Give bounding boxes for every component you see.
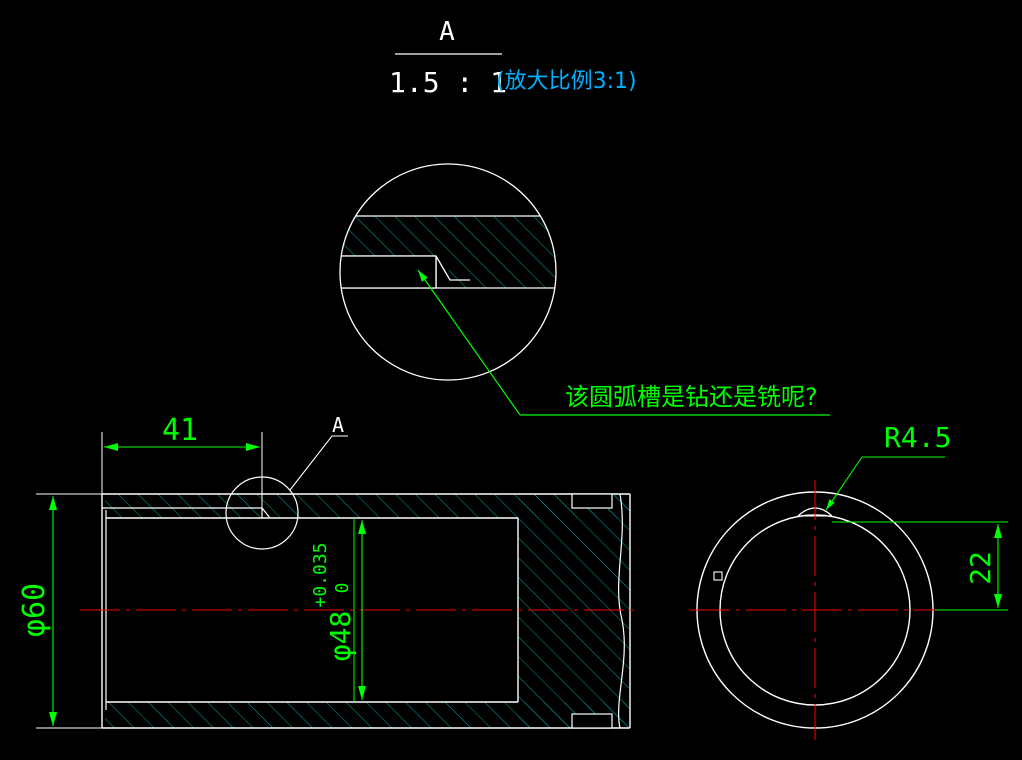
detail-title-label: A [439, 17, 455, 47]
dimension-radius: R4.5 [825, 421, 951, 511]
dimension-inner-diameter-value: φ48 [324, 611, 357, 662]
dimension-outer-diameter: φ60 [17, 493, 102, 729]
detail-circle [339, 163, 557, 381]
dimension-inner-tolerance-lower: 0 [332, 583, 353, 594]
detail-hatch-region [340, 216, 556, 288]
question-leader: 该圆弧槽是钻还是铣呢? [417, 269, 830, 416]
detail-marker-label: A [332, 413, 344, 437]
section-view: A [80, 413, 640, 729]
dimension-inner-tolerance-upper: +0.035 [310, 542, 331, 607]
detail-view [339, 163, 557, 381]
detail-title-scale: 1.5 : 1 [389, 66, 507, 99]
dimension-inner-diameter: φ48 +0.035 0 [310, 520, 366, 700]
dimension-length-value: 41 [162, 413, 198, 448]
dimension-offset: 22 [832, 521, 1008, 611]
detail-title: A 1.5 : 1 (放大比例3:1) [389, 17, 637, 99]
detail-title-scale-note: (放大比例3:1) [496, 69, 637, 94]
dimension-outer-diameter-value: φ60 [17, 583, 52, 637]
dimension-length: 41 [101, 413, 263, 508]
end-view [690, 480, 945, 740]
question-note: 该圆弧槽是钻还是铣呢? [565, 383, 818, 411]
dimension-offset-value: 22 [964, 551, 997, 585]
dimension-radius-value: R4.5 [884, 421, 951, 454]
